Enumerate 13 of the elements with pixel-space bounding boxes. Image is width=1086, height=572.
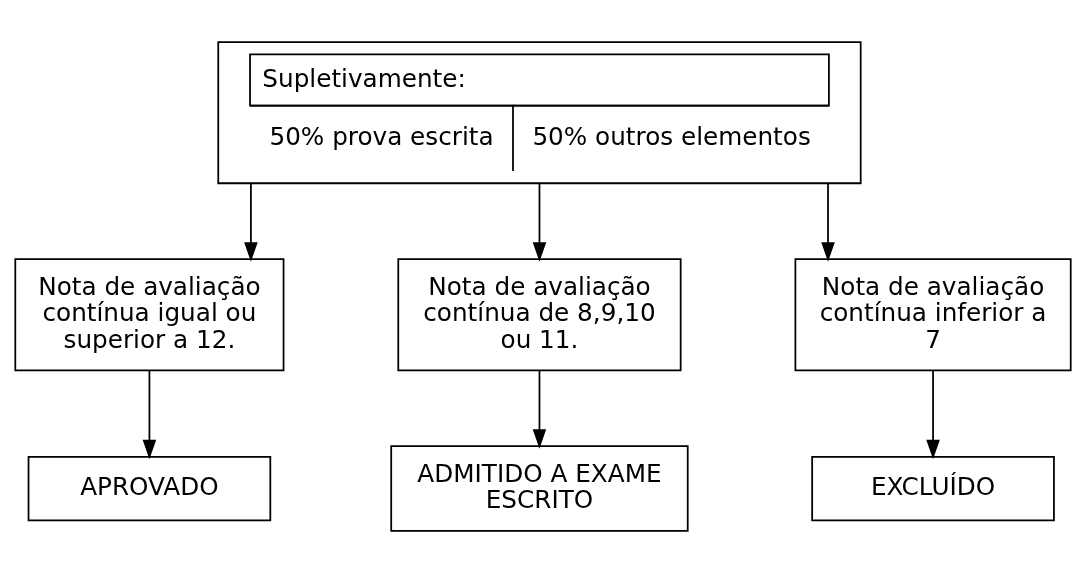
node-box: Nota de avaliação contínua de 8,9,10 ou 11. [397, 257, 682, 371]
node-box: EXCLUÍDO [811, 455, 1055, 521]
arrow [142, 369, 157, 459]
node-box: Nota de avaliação contínua igual ou superior a 12. [14, 257, 285, 371]
arrow [532, 369, 547, 449]
arrow [926, 369, 940, 459]
arrow [821, 181, 835, 262]
node-box: Nota de avaliação contínua inferior a 7 [794, 257, 1072, 371]
node-box: ADMITIDO A EXAME ESCRITO [390, 444, 689, 532]
node-box: APROVADO [27, 455, 272, 521]
node-box: Supletivamente: 50% prova escrita 50% outros elementos [217, 40, 862, 184]
arrow [532, 181, 547, 262]
arrow [244, 181, 258, 262]
